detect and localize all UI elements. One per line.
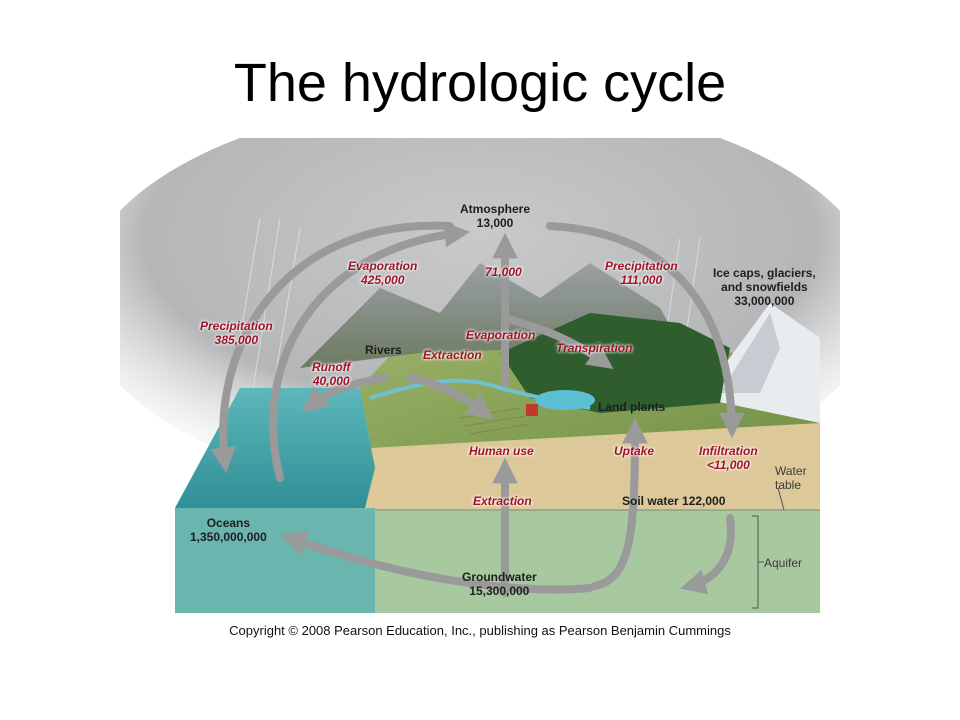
runoff-name: Runoff [312, 360, 351, 374]
groundwater-label: Groundwater 15,300,000 [462, 570, 537, 598]
precipitation-ocean-value: 385,000 [214, 333, 259, 347]
infiltration-value: <11,000 [706, 458, 750, 472]
evaporation-land-label: Evaporation [466, 328, 536, 342]
hydrologic-cycle-diagram: Atmosphere 13,000 Evaporation 425,000 Pr… [120, 138, 840, 618]
precipitation-ocean-arrow [210, 221, 454, 474]
extraction-ground-label: Extraction [473, 494, 532, 508]
precipitation-land-arrow [546, 222, 745, 439]
water-table-label: Water table [775, 464, 807, 492]
infiltration-arrow [680, 514, 735, 595]
oceans-name: Oceans [206, 516, 251, 530]
flux-arrows [210, 221, 745, 597]
precipitation-ocean-name: Precipitation [200, 319, 273, 333]
evaporation-ocean-value: 425,000 [360, 273, 405, 287]
precipitation-land-label: Precipitation 111,000 [605, 259, 678, 287]
atmosphere-name: Atmosphere [460, 202, 531, 216]
land-plants-label: Land plants [598, 400, 666, 414]
groundwater-to-ocean-arrow [280, 531, 594, 594]
atmosphere-value: 13,000 [476, 216, 514, 230]
infiltration-label: Infiltration <11,000 [699, 444, 758, 472]
snow-mountain-shadow [720, 313, 780, 393]
ocean-front [175, 508, 375, 613]
runoff-label: Runoff 40,000 [312, 360, 350, 388]
evaporation-ocean-name: Evaporation [348, 259, 418, 273]
ice-caps-line1: Ice caps, glaciers, [713, 266, 816, 280]
atmosphere-label: Atmosphere 13,000 [460, 202, 530, 230]
extraction-river-arrow [406, 374, 494, 420]
oceans-label: Oceans 1,350,000,000 [190, 516, 267, 544]
uptake-label: Uptake [614, 444, 655, 458]
human-use-label: Human use [469, 444, 534, 458]
water-table-line2: table [775, 478, 802, 492]
ice-caps-label: Ice caps, glaciers, and snowfields 33,00… [713, 266, 816, 308]
evaporation-ocean-label: Evaporation 425,000 [348, 259, 417, 287]
evaporation-ocean-arrow [269, 221, 471, 482]
ice-caps-line2: and snowfields [721, 280, 808, 294]
soil-water-label: Soil water 122,000 [622, 494, 726, 508]
flux-71000-label: 71,000 [485, 265, 522, 279]
infiltration-name: Infiltration [699, 444, 758, 458]
diagram-artwork [120, 138, 840, 613]
extraction-river-label: Extraction [423, 348, 482, 362]
water-table-pointer [777, 487, 785, 511]
slide-title: The hydrologic cycle [233, 53, 727, 113]
aquifer-bracket [752, 515, 764, 609]
ice-caps-value: 33,000,000 [734, 294, 795, 308]
oceans-value: 1,350,000,000 [190, 530, 267, 544]
groundwater-name: Groundwater [462, 570, 537, 584]
transpiration-arrow [501, 314, 614, 369]
groundwater-value: 15,300,000 [469, 584, 530, 598]
precipitation-ocean-label: Precipitation 385,000 [200, 319, 273, 347]
lake [535, 390, 595, 410]
aquifer-label: Aquifer [764, 556, 803, 570]
farm-building [526, 404, 538, 416]
copyright-notice: Copyright © 2008 Pearson Education, Inc.… [229, 623, 731, 638]
runoff-value: 40,000 [312, 374, 350, 388]
uptake-arrow [591, 417, 648, 590]
runoff-arrow [302, 374, 389, 413]
precipitation-land-value: 111,000 [620, 273, 663, 287]
transpiration-label: Transpiration [556, 341, 633, 355]
water-table-line1: Water [775, 464, 807, 478]
rivers-label: Rivers [365, 343, 402, 357]
precipitation-land-name: Precipitation [605, 259, 678, 273]
